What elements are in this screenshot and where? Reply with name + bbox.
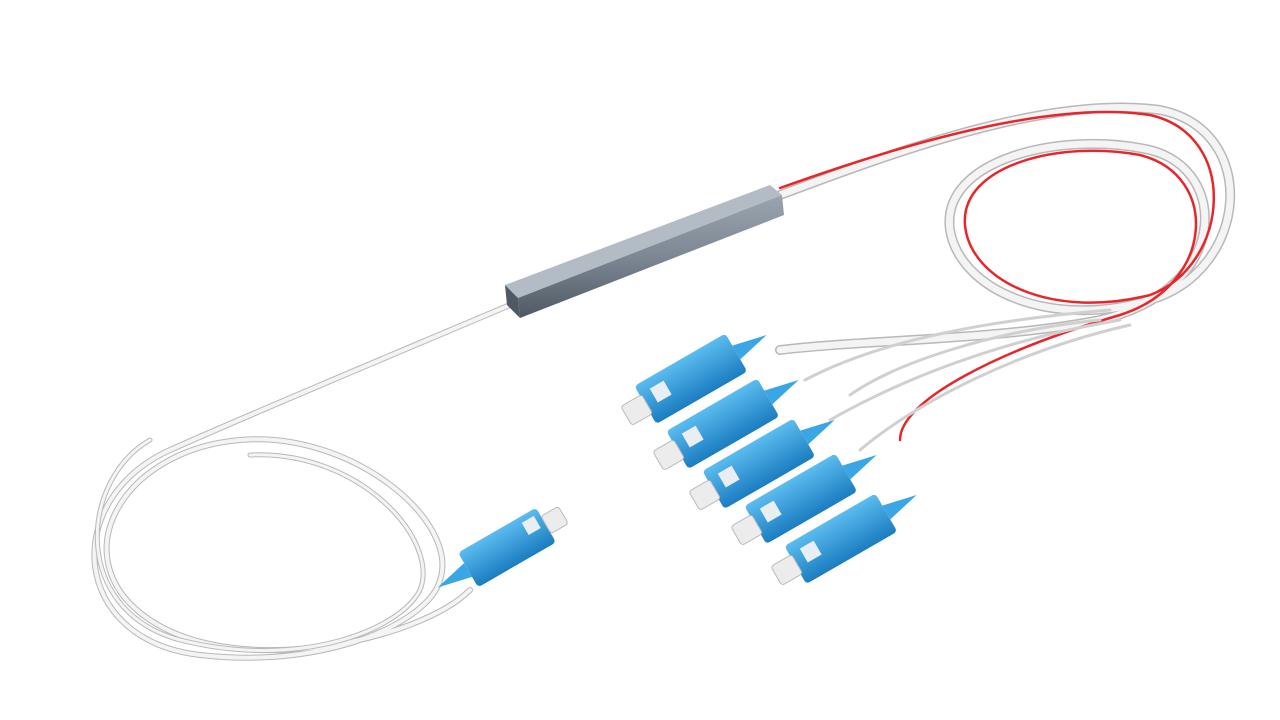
output-fiber-coil: [775, 102, 1236, 452]
input-latch: [521, 515, 541, 535]
input-fiber-coil: [91, 302, 513, 661]
input-boot: [437, 563, 473, 588]
splitter-tube: [505, 185, 784, 318]
input-sc-connector: [437, 506, 568, 588]
input-housing: [459, 509, 555, 586]
output-sc-connector-4: [731, 454, 877, 545]
input-ferrule: [541, 506, 568, 534]
output-sc-connector-3: [689, 419, 835, 510]
output-connectors: [621, 334, 917, 585]
output-sc-connector-1: [621, 334, 767, 425]
output-sc-connector-5: [771, 494, 917, 585]
output-sc-connector-2: [653, 379, 799, 470]
